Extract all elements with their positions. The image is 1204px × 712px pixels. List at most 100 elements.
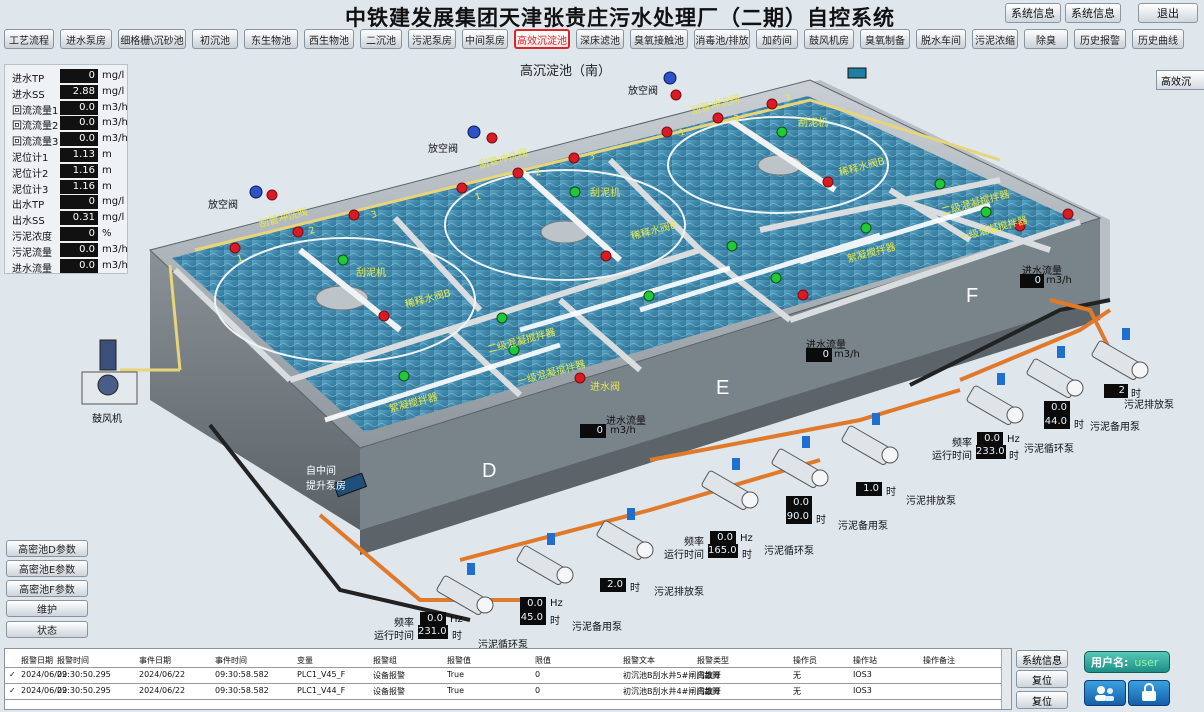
alarm-col-header[interactable]: 报警类型 xyxy=(697,656,729,665)
param-unit: m3/h xyxy=(102,117,128,129)
pump-d-discharge-hour: 时 xyxy=(630,583,640,594)
tab-15[interactable]: 臭氧制备 xyxy=(860,29,910,49)
tab-10[interactable]: 深床滤池 xyxy=(576,29,624,49)
vent-valve-label-2: 放空阀 xyxy=(428,144,458,155)
pump-d-standby-label: 污泥备用泵 xyxy=(572,622,622,633)
param-value: 1.16 xyxy=(60,163,98,178)
param-label: 污泥浓度 xyxy=(12,232,52,243)
tab-8[interactable]: 中间泵房 xyxy=(462,29,508,49)
alarm-col-header[interactable]: 事件时间 xyxy=(215,656,247,665)
system-info-button-2[interactable]: 系统信息 xyxy=(1065,3,1121,23)
param-label: 泥位计1 xyxy=(12,153,49,164)
tab-7[interactable]: 污泥泵房 xyxy=(408,29,456,49)
inflow-d-value: 0 xyxy=(580,424,606,438)
param-label: 泥位计2 xyxy=(12,168,49,180)
login-button[interactable] xyxy=(1128,680,1170,706)
tab-3[interactable]: 初沉池 xyxy=(192,29,238,49)
pool-e-params-button[interactable]: 高密池E参数 xyxy=(6,560,88,577)
pump-f-discharge-label: 污泥排放泵 xyxy=(1124,400,1174,411)
ack-check-icon: ✓ xyxy=(9,670,16,679)
tab-11[interactable]: 臭氧接触池 xyxy=(630,29,688,49)
alarm-table: 报警日期报警时间 事件日期 事件时间 变量 报警组 报警值 限值 报警文本 报警类型 操作员 操作站… xyxy=(4,648,1012,710)
param-label: 污泥流量 xyxy=(12,247,52,259)
scraper-label-2: 刮泥机 xyxy=(590,188,620,199)
scraper-label-3: 刮泥机 xyxy=(798,118,828,129)
param-label: 进水SS xyxy=(12,89,45,101)
exit-button[interactable]: 退出 xyxy=(1138,3,1198,23)
alarm-col-header[interactable]: 报警值 xyxy=(447,656,471,665)
tab-12[interactable]: 消毒池/排放 xyxy=(694,29,750,49)
param-value: 0.0 xyxy=(60,242,98,257)
alarm-cell: 设备报警 xyxy=(373,671,405,680)
pump-d-runtime-value: 231.0 xyxy=(418,625,448,639)
inflow-e-value: 0 xyxy=(806,348,832,362)
alarm-cell: IOS3 xyxy=(853,686,872,695)
alarm-col-header[interactable]: 操作备注 xyxy=(923,656,955,665)
pump-f-hz: Hz xyxy=(1007,434,1020,445)
tab-18[interactable]: 除臭 xyxy=(1024,29,1068,49)
inflow-f-unit: m3/h xyxy=(1046,275,1072,286)
pool-f-params-button[interactable]: 高密池F参数 xyxy=(6,580,88,597)
alarm-col-header[interactable]: 操作站 xyxy=(853,656,877,665)
param-value: 0 xyxy=(60,227,98,241)
tab-20[interactable]: 历史曲线 xyxy=(1132,29,1184,49)
tab-0[interactable]: 工艺流程 xyxy=(4,29,54,49)
tab-16[interactable]: 脱水车间 xyxy=(916,29,966,49)
svg-text:2: 2 xyxy=(733,114,741,125)
tab-13[interactable]: 加药间 xyxy=(756,29,798,49)
user-group-button[interactable] xyxy=(1084,680,1126,706)
reset-button-1[interactable]: 复位 xyxy=(1016,670,1068,688)
alarm-cell: 0 xyxy=(535,686,541,695)
tab-17[interactable]: 污泥浓缩 xyxy=(972,29,1018,49)
pumps-e xyxy=(701,413,899,510)
param-label: 回流流量3 xyxy=(12,137,59,149)
pump-d-circ-label: 污泥循环泵 xyxy=(478,640,528,651)
pump-f-runtime-value: 233.0 xyxy=(976,445,1006,459)
status-button[interactable]: 状态 xyxy=(6,621,88,638)
pump-e-freq-value: 0.0 xyxy=(710,531,736,545)
param-label: 进水TP xyxy=(12,74,45,85)
alarm-col-header[interactable]: 限值 xyxy=(535,656,551,665)
alarm-col-header[interactable]: 操作员 xyxy=(793,656,817,665)
system-info-button[interactable]: 系统信息 xyxy=(1005,3,1061,23)
maintenance-button[interactable]: 维护 xyxy=(6,600,88,617)
alarm-col-header[interactable]: 报警时间 xyxy=(57,656,89,665)
tab-4[interactable]: 东生物池 xyxy=(244,29,298,49)
user-label: 用户名: xyxy=(1091,656,1129,669)
alarm-scrollbar[interactable] xyxy=(1001,649,1011,709)
alarm-cell: 0 xyxy=(535,670,541,679)
param-unit: mg/l xyxy=(102,85,125,97)
reset-button-2[interactable]: 复位 xyxy=(1016,691,1068,709)
tab-5[interactable]: 西生物池 xyxy=(304,29,354,49)
tab-14[interactable]: 鼓风机房 xyxy=(804,29,854,49)
alarm-col-header[interactable]: 事件日期 xyxy=(139,656,171,665)
tab-6[interactable]: 二沉池 xyxy=(360,29,402,49)
tab-1[interactable]: 进水泵房 xyxy=(60,29,112,49)
pump-f-freq-label: 频率 xyxy=(952,438,972,449)
alarm-cell: 09:30:58.582 xyxy=(215,670,269,679)
alarm-cell: 2024/06/22 xyxy=(21,670,68,679)
param-label: 进水流量 xyxy=(12,263,52,275)
pool-d-params-button[interactable]: 高密池D参数 xyxy=(6,540,88,557)
alarm-col-header[interactable]: 报警文本 xyxy=(623,656,655,665)
tab-19[interactable]: 历史报警 xyxy=(1074,29,1126,49)
alarm-col-header[interactable]: 变量 xyxy=(297,656,313,665)
alarm-col-header[interactable]: 报警日期 xyxy=(21,656,53,665)
inflow-e-label: 进水流量 xyxy=(806,340,846,351)
tab-9[interactable]: 高效沉淀池 xyxy=(514,29,570,49)
process-scene: 1 2 3 1 2 3 1 2 3 高沉淀池（南） 高效沉 放空阀 放空阀 放空… xyxy=(0,52,1204,651)
pool-e-letter: E xyxy=(716,377,730,399)
pool-f-letter: F xyxy=(966,285,979,307)
pump-d-freq-label: 频率 xyxy=(394,618,414,629)
system-info-bottom-button[interactable]: 系统信息 xyxy=(1016,650,1068,668)
tab-2[interactable]: 细格栅\沉砂池 xyxy=(118,29,186,49)
high-efficiency-tab-button[interactable]: 高效沉 xyxy=(1156,70,1204,90)
alarm-col-header[interactable]: 报警组 xyxy=(373,656,397,665)
inflow-e-unit: m3/h xyxy=(834,349,860,360)
